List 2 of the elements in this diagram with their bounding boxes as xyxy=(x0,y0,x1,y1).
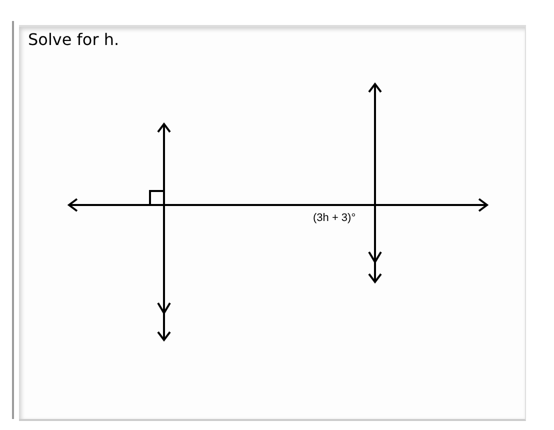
title: Solve for h. xyxy=(28,30,120,49)
angle-label: (3h + 3)° xyxy=(313,212,356,224)
